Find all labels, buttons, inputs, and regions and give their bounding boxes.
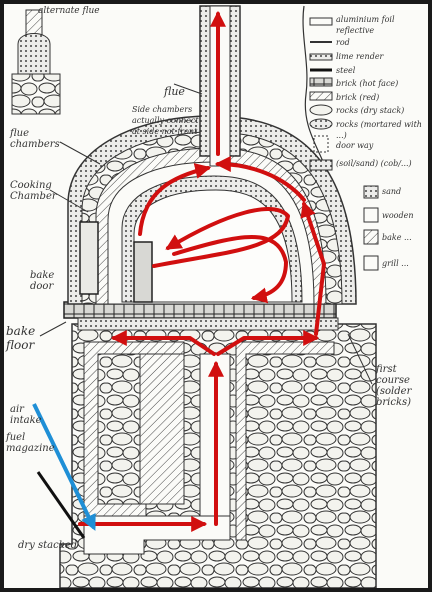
legend-foil-label: aluminium foil reflective (336, 15, 395, 35)
sand-swatch-icon (363, 185, 379, 199)
flue-note-label: Side chambers actually connect at side n… (132, 105, 199, 136)
legend-rocks-label: rocks (dry stack) (336, 106, 405, 115)
legend-sand-label: sand (382, 187, 402, 196)
legend-rocks-mortar-label: rocks (mortared with ...) (336, 120, 422, 140)
rocks-mortar-swatch-icon (309, 118, 333, 130)
flow-arrow-4 (216, 330, 320, 356)
brick-hot-swatch-icon (309, 77, 333, 87)
flow-arrow-9 (152, 207, 290, 268)
alternate-flue-label: alternate flue (38, 6, 100, 16)
hot-gas-flow (78, 10, 326, 532)
fuel-magazine-tube (36, 471, 86, 539)
legend-steel-label: steel (336, 66, 356, 75)
first-course-layer (77, 317, 339, 331)
air-intake-label: air intake (10, 404, 42, 426)
bake-door-label: bake door (30, 270, 55, 292)
diagram-sheet: alternate flue flue Side chambers actual… (4, 4, 428, 588)
legend-render-label: lime render (336, 52, 384, 61)
flue-chambers-label: flue chambers (10, 128, 60, 150)
inner-door-jamb (133, 241, 153, 303)
doorway-swatch-icon (313, 135, 329, 153)
brick-swatch-icon (309, 91, 333, 101)
first-course-label: first course (solder bricks) (376, 364, 412, 408)
legend-brick-hot-label: brick (hot face) (336, 79, 399, 88)
flow-arrow-3 (110, 330, 216, 356)
flow-arrow-7 (138, 163, 212, 236)
grill-swatch-icon (363, 255, 379, 271)
alternate-flue-thumbnail (11, 9, 61, 115)
legend-brick-label: brick (red) (336, 93, 380, 102)
fuel-magazine-label: fuel magazine (6, 432, 55, 454)
flow-arrow-5 (300, 200, 326, 336)
legend-doorway-label: door way (336, 141, 374, 150)
legend-soil-label: (soil/sand) (cob/...) (336, 159, 412, 168)
leader-lines (39, 83, 373, 385)
bake-floor-label: bake floor (6, 324, 36, 352)
cooking-chamber-label: Cooking Chamber (10, 180, 57, 202)
legend-grill-label: grill ... (382, 259, 409, 268)
render-swatch-icon (309, 53, 333, 61)
insulate-swatch-icon (363, 229, 379, 245)
bake-door (79, 221, 99, 295)
air-intake-arrow (32, 403, 96, 531)
legend-insulate-label: bake ... (382, 233, 412, 242)
cooking-chamber (133, 189, 293, 303)
flow-arrow-6 (214, 156, 306, 202)
flue-label: flue (164, 85, 185, 98)
wooden-swatch-icon (363, 207, 379, 223)
dry-stacked-label: dry stacked (18, 540, 78, 551)
flow-arrow-10 (172, 235, 288, 304)
rocks-swatch-icon (309, 104, 333, 116)
legend-rod-label: rod (336, 38, 350, 47)
oven-drawing (11, 5, 379, 588)
legend-swatches (309, 17, 379, 271)
right-edge-sketch (302, 5, 325, 165)
legend-wooden-label: wooden (382, 211, 414, 220)
soil-swatch-icon (309, 159, 333, 171)
foil-swatch-icon (309, 17, 333, 26)
